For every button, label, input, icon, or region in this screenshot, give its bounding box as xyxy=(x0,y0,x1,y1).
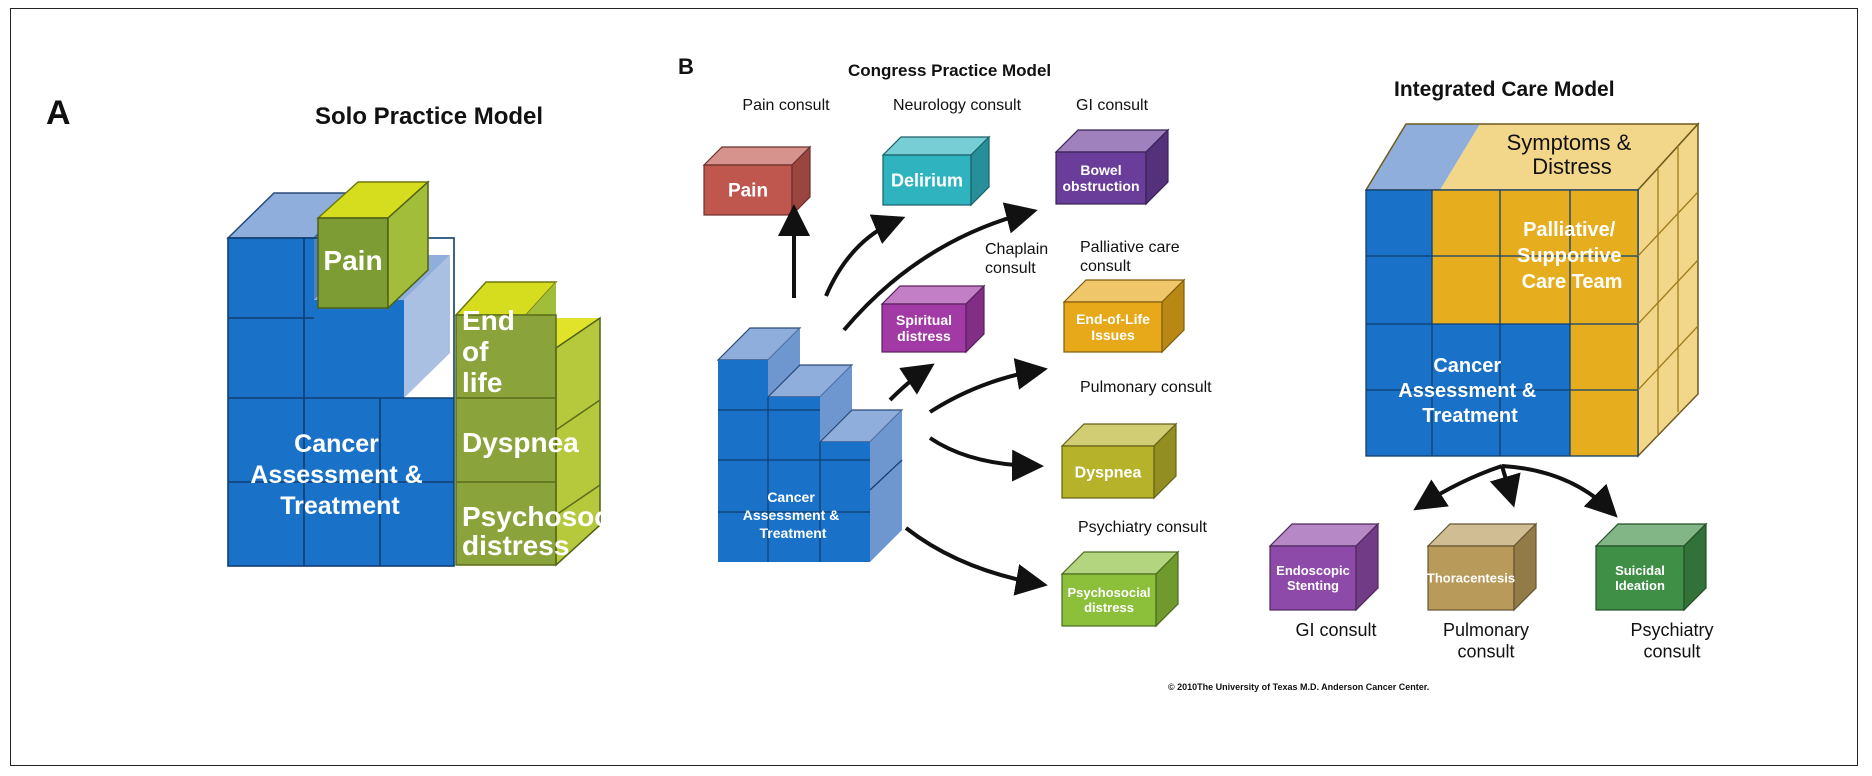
arrow-to-spiritual xyxy=(888,363,935,402)
congress-cube-1-front xyxy=(882,154,972,206)
pain-block-solo: Pain xyxy=(316,180,430,310)
congress-consult-caption-1: Neurology consult xyxy=(893,97,1022,114)
dyspnea-label-solo: Dyspnea xyxy=(462,427,579,458)
panel-c-title: Integrated Care Model xyxy=(1394,78,1615,101)
integrated-consult-caption-0: GI consult xyxy=(1295,620,1376,640)
congress-cube-6-front xyxy=(1061,573,1157,627)
end-of-life-label-solo: End of life xyxy=(462,305,523,398)
integrated-cube-2-front xyxy=(1595,545,1685,611)
congress-cube-6-side xyxy=(1155,550,1179,628)
congress-cube-5-front xyxy=(1061,445,1155,499)
arrow-to-thoracentesis xyxy=(1489,465,1521,508)
arrow-to-bowel xyxy=(842,202,1038,332)
integrated-cube-2-side xyxy=(1683,522,1707,612)
congress-cube-3-front xyxy=(881,303,967,353)
congress-consult-caption-0: Pain consult xyxy=(742,97,830,114)
congress-cube-1-label: Delirium xyxy=(891,170,963,190)
symptoms-distress-label: Symptoms & Distress xyxy=(1507,130,1638,179)
arrow-to-delirium xyxy=(824,214,906,297)
congress-cube-4-front xyxy=(1063,301,1163,353)
arrow-to-dyspnea xyxy=(928,436,1044,482)
cancer-label-integrated: Cancer Assessment & Treatment xyxy=(1398,355,1541,427)
copyright-note: © 2010The University of Texas M.D. Ander… xyxy=(1168,682,1429,692)
congress-cube-2-side xyxy=(1145,128,1169,206)
pain-label-solo: Pain xyxy=(323,245,382,276)
panel-b: B Congress Practice Model Cancer Assessm… xyxy=(678,54,1212,628)
arrow-to-endoscopic xyxy=(1413,464,1503,511)
panel-a-title: Solo Practice Model xyxy=(315,103,543,130)
arrow-to-suicidal xyxy=(1501,464,1618,518)
panel-b-title: Congress Practice Model xyxy=(848,61,1051,80)
integrated-cube-1-label: Thoracentesis xyxy=(1427,571,1515,586)
congress-cube-0-label: Pain xyxy=(728,181,768,202)
panel-c: Integrated Care Model xyxy=(1168,78,1714,692)
cancer-label-solo: Cancer Assessment & Treatment xyxy=(250,430,429,520)
congress-cube-1: Delirium xyxy=(881,135,991,207)
congress-cube-5-label: Dyspnea xyxy=(1075,465,1142,482)
congress-cube-0: Pain xyxy=(702,145,812,217)
psychosocial-label-solo: Psychosocial distress xyxy=(462,501,649,561)
congress-cube-1-side xyxy=(970,135,990,207)
integrated-cube-1-side xyxy=(1513,522,1537,612)
cancer-block-congress: Cancer Assessment & Treatment xyxy=(716,327,904,562)
congress-cube-2-front xyxy=(1055,151,1147,205)
panel-a-letter: A xyxy=(46,94,71,132)
congress-cube-0-side xyxy=(791,145,811,217)
arrow-to-end-of-life xyxy=(928,358,1048,414)
integrated-arrows xyxy=(1413,464,1618,518)
congress-cube-0-front xyxy=(703,164,793,216)
congress-cube-5-side xyxy=(1153,422,1177,500)
congress-consult-caption-2: GI consult xyxy=(1076,97,1149,114)
congress-cube-4-side xyxy=(1161,278,1185,354)
symptom-column-solo: End of life Dyspnea Psychosocial distres… xyxy=(454,281,649,567)
panel-b-letter: B xyxy=(678,54,694,79)
congress-cube-5: Dyspnea xyxy=(1060,422,1178,500)
congress-arrows xyxy=(778,202,1048,596)
congress-cube-3-side xyxy=(965,284,985,354)
congress-consult-caption-6: Psychiatry consult xyxy=(1078,519,1207,536)
integrated-cube-1-front xyxy=(1427,545,1515,611)
arrow-to-psychosocial xyxy=(904,526,1048,596)
panel-a: A Solo Practice Model Pai xyxy=(46,94,649,567)
integrated-cube-0-front xyxy=(1269,545,1357,611)
congress-consult-caption-5: Pulmonary consult xyxy=(1080,379,1212,396)
integrated-cube-1: Thoracentesis xyxy=(1426,522,1538,612)
integrated-cube-0-side xyxy=(1355,522,1379,612)
integrated-cube: Symptoms & Distress Palliative/ Supporti… xyxy=(1364,122,1700,458)
cancer-label-congress: Cancer Assessment & Treatment xyxy=(743,489,843,541)
cancer-block-solo xyxy=(226,192,455,567)
palliative-team-label: Palliative/ Supportive Care Team xyxy=(1517,219,1627,293)
